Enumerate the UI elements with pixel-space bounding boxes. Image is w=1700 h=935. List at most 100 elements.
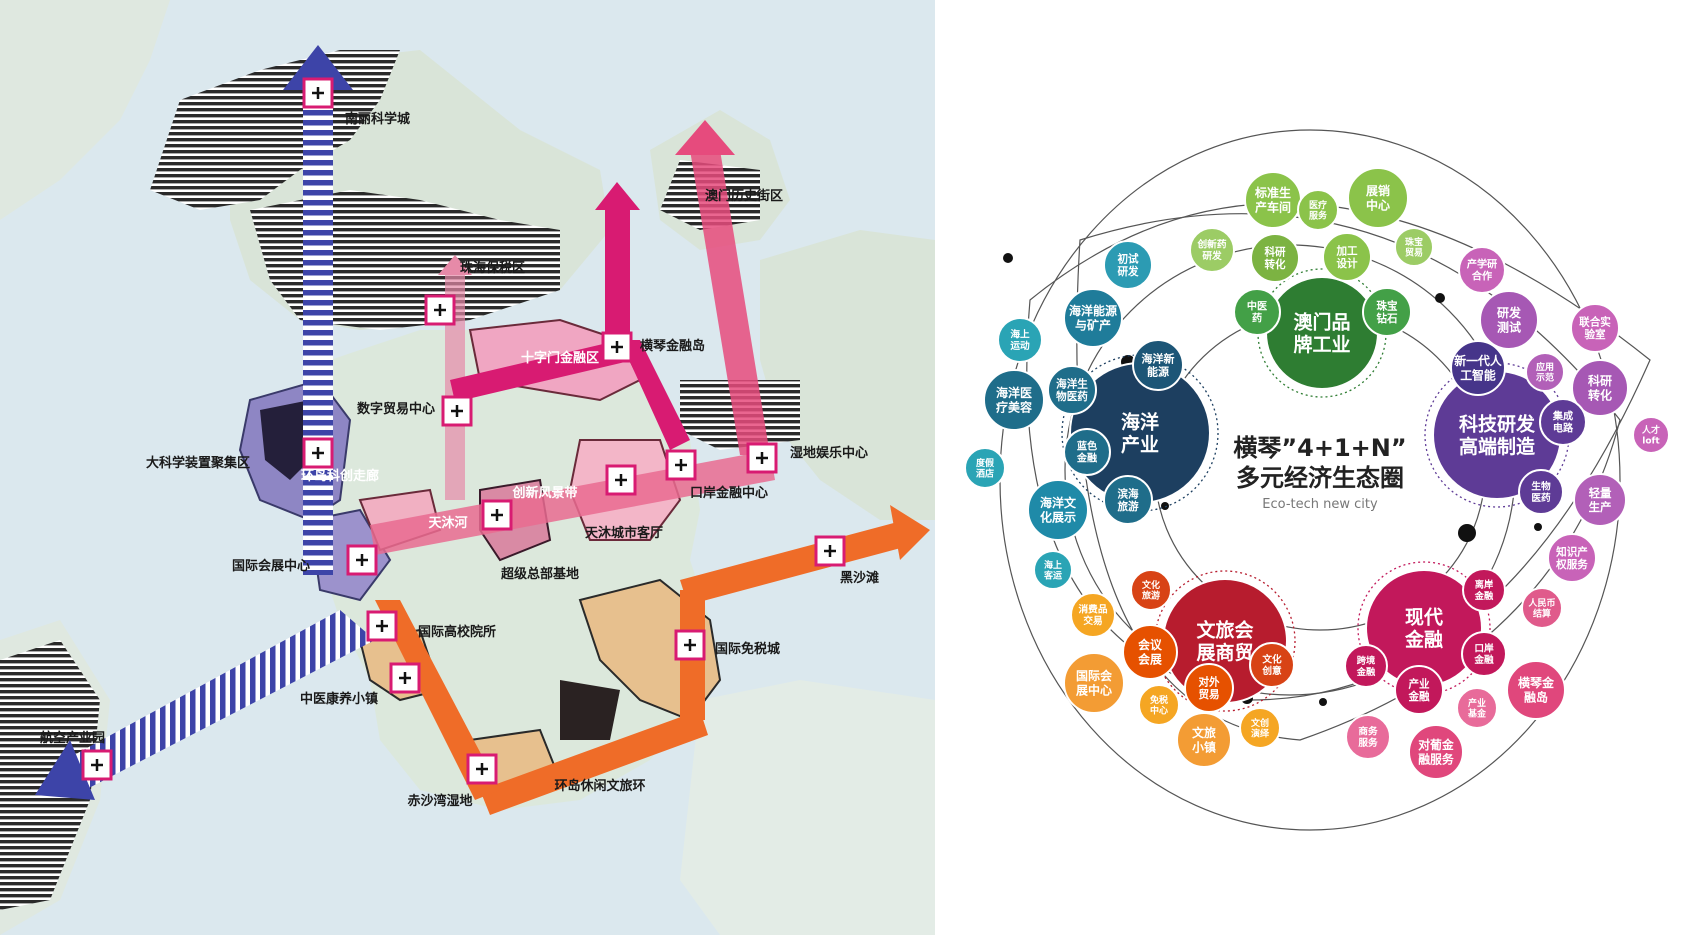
map-node-plus-icon[interactable] — [746, 442, 778, 474]
eco-subtitle: Eco-tech new city — [1262, 497, 1378, 512]
bubble-label: 科研转化 — [1588, 373, 1612, 402]
bubble-b3[interactable]: 展销中心 — [1347, 167, 1409, 229]
core-bubble-core-finance[interactable]: 现代金融 — [1357, 561, 1491, 695]
bubble-b5[interactable]: 科研转化 — [1250, 233, 1300, 283]
map-node-plus-icon[interactable] — [302, 77, 334, 109]
bubble-b33[interactable]: 消费品交易 — [1070, 592, 1116, 638]
bubble-b45[interactable]: 产业金融 — [1394, 665, 1444, 715]
bubble-label: 口岸金融 — [1473, 642, 1494, 667]
map-label-tcm: 中医康养小镇 — [300, 691, 378, 707]
bubble-b38[interactable]: 免税中心 — [1138, 684, 1180, 726]
corridor-orange-head — [890, 505, 930, 560]
bubble-b6[interactable]: 加工设计 — [1322, 232, 1372, 282]
map-node-plus-icon[interactable] — [466, 753, 498, 785]
bubble-label: 医疗服务 — [1309, 199, 1328, 222]
bubble-b37[interactable]: 对外贸易 — [1184, 663, 1234, 713]
core-bubble-core-macau[interactable]: 澳门品牌工业 — [1257, 268, 1387, 398]
bubble-b35[interactable]: 文化创意 — [1249, 642, 1295, 688]
bubble-b46[interactable]: 横琴金融岛 — [1506, 660, 1566, 720]
bubble-b24[interactable]: 新一代人工智能 — [1450, 340, 1506, 396]
map-label-bonded: 珠海保税区 — [460, 260, 525, 276]
bubble-label: 免税中心 — [1150, 694, 1168, 717]
bubble-b4[interactable]: 创新药研发 — [1189, 227, 1235, 273]
bubble-label: 创新药研发 — [1196, 238, 1226, 263]
bubble-label: 文创演绎 — [1250, 717, 1270, 740]
eco-title-line2: 多元经济生态圈 — [1236, 464, 1404, 492]
bubble-b42[interactable]: 人民币结算 — [1521, 587, 1563, 629]
bubble-label: 科技研发高端制造 — [1459, 412, 1536, 458]
bubble-label: 海洋新能源 — [1142, 351, 1175, 378]
bubble-b40[interactable]: 文旅小镇 — [1176, 712, 1232, 768]
map-node-plus-icon[interactable] — [302, 437, 334, 469]
map-label-port-fin: 口岸金融中心 — [690, 485, 768, 501]
bubble-b1[interactable]: 标准生产车间 — [1244, 171, 1302, 229]
map-node-plus-icon[interactable] — [814, 535, 846, 567]
map-node-plus-icon[interactable] — [81, 749, 113, 781]
map-node-plus-icon[interactable] — [424, 294, 456, 326]
corridor-magenta-head — [595, 182, 640, 210]
bubble-b9[interactable]: 珠宝钻石 — [1362, 287, 1412, 337]
bubble-label: 滨海旅游 — [1117, 487, 1139, 513]
map-node-plus-icon[interactable] — [389, 662, 421, 694]
map-node-plus-icon[interactable] — [346, 544, 378, 576]
map-node-plus-icon[interactable] — [481, 499, 513, 531]
bubble-label: 度假酒店 — [976, 457, 995, 480]
bubble-b41[interactable]: 离岸金融 — [1462, 568, 1506, 612]
bubble-b7[interactable]: 珠宝贸易 — [1394, 227, 1434, 267]
bubble-b32[interactable]: 文化旅游 — [1130, 569, 1172, 611]
bubble-b34[interactable]: 会议会展 — [1122, 624, 1178, 680]
bubble-b30[interactable]: 轻量生产 — [1573, 473, 1627, 527]
bubble-b26[interactable]: 科研转化 — [1571, 359, 1629, 417]
bubble-b22[interactable]: 研发测试 — [1479, 290, 1539, 350]
bubble-b39[interactable]: 文创演绎 — [1239, 707, 1281, 749]
bubble-b15[interactable]: 海洋医疗美容 — [983, 369, 1045, 431]
bubble-b20[interactable]: 海上客运 — [1033, 550, 1073, 590]
map-node-plus-icon[interactable] — [441, 395, 473, 427]
map-node-plus-icon[interactable] — [674, 629, 706, 661]
bubble-b10[interactable]: 初试研发 — [1103, 240, 1153, 290]
corridor-pink-light-head — [438, 255, 472, 275]
bubble-b43[interactable]: 跨境金融 — [1344, 644, 1388, 688]
bubble-b44[interactable]: 口岸金融 — [1461, 631, 1507, 677]
map-label-cross-fin: 十字门金融区 — [521, 350, 599, 366]
bubble-b31[interactable]: 知识产权服务 — [1547, 533, 1597, 583]
bubble-b11[interactable]: 海洋能源与矿产 — [1063, 288, 1123, 348]
bubble-label: 应用示范 — [1536, 361, 1554, 384]
bubble-b49[interactable]: 对葡金融服务 — [1408, 724, 1464, 780]
bubble-label: 海洋文化展示 — [1040, 495, 1077, 524]
bubble-b17[interactable]: 度假酒店 — [964, 447, 1006, 489]
bubble-label: 珠宝贸易 — [1405, 236, 1423, 259]
map-node-plus-icon[interactable] — [601, 331, 633, 363]
map-label-digital-trade: 数字贸易中心 — [357, 401, 435, 417]
core-bubble-core-tech[interactable]: 科技研发高端制造 — [1424, 362, 1570, 508]
bubble-b21[interactable]: 产学研合作 — [1458, 246, 1506, 294]
bubble-b47[interactable]: 产业基金 — [1456, 687, 1498, 729]
bubble-b8[interactable]: 中医药 — [1233, 288, 1281, 336]
bubble-b25[interactable]: 应用示范 — [1525, 352, 1565, 392]
bubble-label: 生物医药 — [1531, 480, 1551, 505]
bubble-b14[interactable]: 海洋生物医药 — [1047, 365, 1097, 415]
land-northwest — [0, 0, 170, 220]
bubble-b19[interactable]: 海洋文化展示 — [1027, 479, 1089, 541]
bubble-label: 产学研合作 — [1467, 257, 1497, 282]
bubble-label: 集成电路 — [1552, 409, 1574, 434]
map-node-plus-icon[interactable] — [366, 610, 398, 642]
bubble-b2[interactable]: 医疗服务 — [1297, 189, 1339, 231]
bubble-b23[interactable]: 联合实验室 — [1570, 303, 1620, 353]
map-node-plus-icon[interactable] — [605, 464, 637, 496]
bubble-b29[interactable]: 生物医药 — [1518, 469, 1564, 515]
bubble-label: 展销中心 — [1366, 183, 1390, 212]
bubble-b27[interactable]: 集成电路 — [1539, 398, 1587, 446]
map-label-tianmu: 天沐河 — [428, 515, 467, 531]
bubble-b36[interactable]: 国际会展中心 — [1063, 652, 1125, 714]
bubble-b18[interactable]: 滨海旅游 — [1103, 475, 1153, 525]
eco-title-line1: 横琴”4+1+N” — [1233, 434, 1406, 462]
bubble-b12[interactable]: 海洋新能源 — [1132, 339, 1184, 391]
bubble-b13[interactable]: 海上运动 — [997, 317, 1043, 363]
bubble-b16[interactable]: 蓝色金融 — [1063, 428, 1111, 476]
bubble-b48[interactable]: 商务服务 — [1345, 714, 1391, 760]
map-node-plus-icon[interactable] — [665, 449, 697, 481]
